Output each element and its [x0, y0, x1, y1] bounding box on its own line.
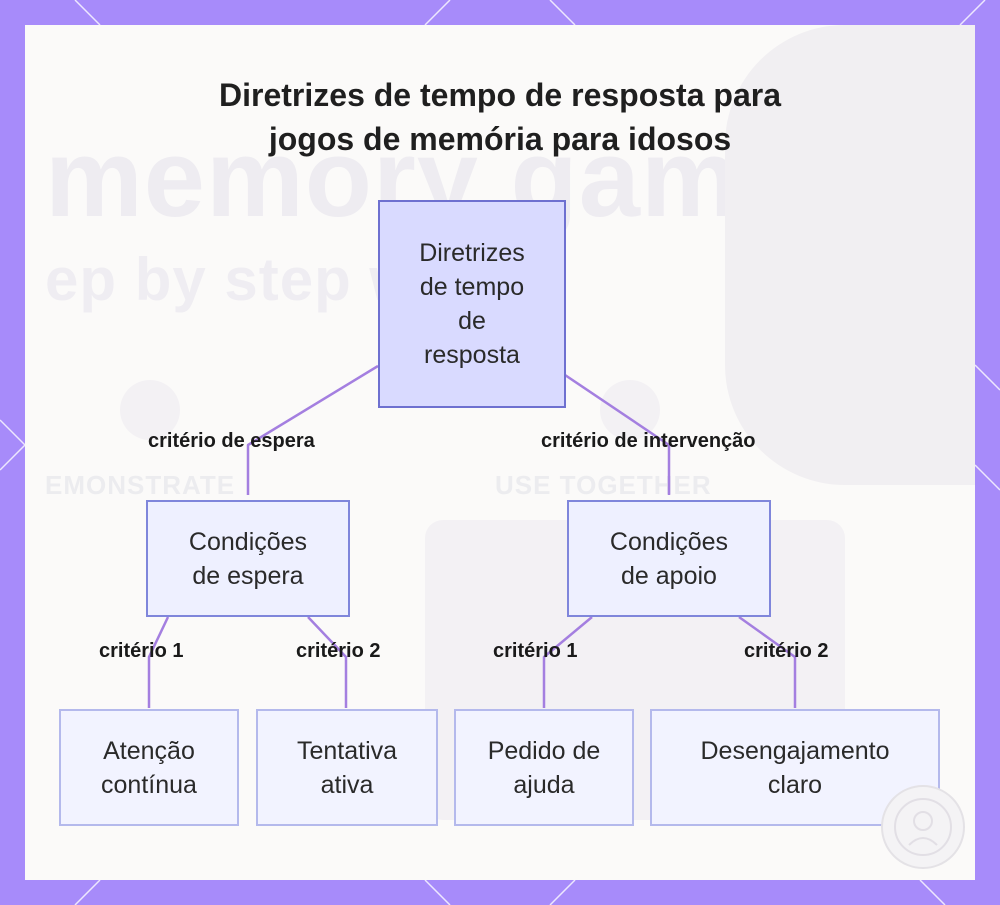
node-root-line-2: de tempo — [419, 273, 525, 301]
diagram-title: Diretrizes de tempo de resposta para jog… — [25, 73, 975, 161]
node-disengage-line-2: claro — [767, 770, 823, 799]
node-continuous-attention: Atenção contínua — [59, 709, 239, 826]
connector-lines — [147, 364, 797, 708]
connector-support-help — [542, 616, 593, 708]
node-help-request: Pedido de ajuda — [454, 709, 634, 826]
node-attempt-line-2: ativa — [320, 770, 374, 799]
node-wait-line-1: Condições — [188, 527, 308, 556]
background-ghost-circle-right — [600, 380, 660, 440]
background-ghost-circle-left — [120, 380, 180, 440]
edge-label-intervention-criterion: critério de intervenção — [541, 430, 756, 452]
edge-label-wait-criterion-2: critério 2 — [296, 640, 381, 662]
node-root-line-1: Diretrizes — [419, 239, 525, 267]
node-active-attempt: Tentativa ativa — [256, 709, 438, 826]
node-root-line-4: resposta — [424, 341, 520, 369]
watermark-logo — [881, 785, 965, 869]
background-ghost-label-left: EMONSTRATE — [45, 470, 236, 500]
connector-support-disengage — [738, 615, 797, 708]
node-attention-line-2: contínua — [101, 770, 197, 799]
title-line-1: Diretrizes de tempo de resposta para — [219, 77, 781, 113]
edge-label-wait-criterion: critério de espera — [148, 430, 315, 452]
background-ghost-person — [725, 25, 975, 485]
node-attempt-line-1: Tentativa — [296, 736, 398, 765]
edge-label-wait-criterion-1: critério 1 — [99, 640, 184, 662]
node-root-line-3: de — [458, 307, 486, 335]
node-support-conditions: Condições de apoio — [567, 500, 771, 617]
node-disengage-line-1: Desengajamento — [700, 736, 890, 765]
diagram-panel: memory games ep by step w rs EMONSTRATE … — [25, 25, 975, 880]
connector-wait-attempt — [307, 616, 348, 708]
node-attention-line-1: Atenção — [103, 736, 195, 765]
node-support-line-2: de apoio — [621, 561, 717, 590]
title-line-2: jogos de memória para idosos — [268, 121, 732, 157]
connector-wait-attention — [147, 616, 170, 708]
watermark-logo-icon — [894, 798, 952, 856]
node-wait-line-2: de espera — [192, 561, 304, 590]
node-response-time-guidelines: Diretrizes de tempo de resposta — [378, 200, 566, 408]
node-help-line-2: ajuda — [513, 770, 575, 799]
node-wait-conditions: Condições de espera — [146, 500, 350, 617]
connector-root-support — [564, 373, 671, 495]
node-help-line-1: Pedido de — [487, 736, 601, 765]
edge-label-support-criterion-2: critério 2 — [744, 640, 829, 662]
node-support-line-1: Condições — [609, 527, 729, 556]
edge-label-support-criterion-1: critério 1 — [493, 640, 578, 662]
background-ghost-label-right: USE TOGETHER — [495, 470, 712, 500]
connector-root-wait — [246, 364, 379, 495]
